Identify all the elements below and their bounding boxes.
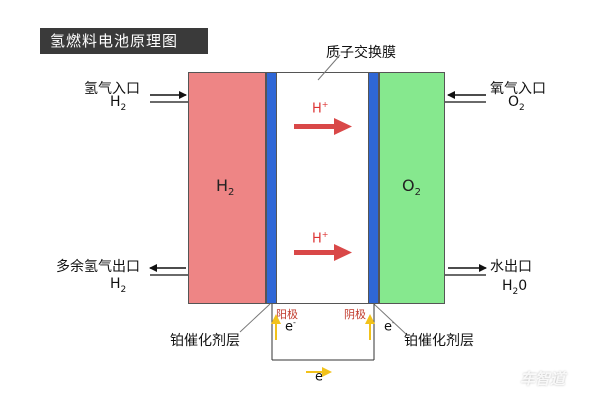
- hydrogen-inlet-arrow: [150, 91, 188, 103]
- catalyst-left-pointer: [239, 303, 271, 333]
- anode-chamber: [188, 72, 266, 304]
- water-outlet-arrow: [445, 264, 487, 276]
- proton-label-top: H+: [312, 100, 329, 117]
- electron-label-left: e-: [285, 318, 296, 335]
- catalyst-right-pointer: [373, 303, 407, 335]
- diagram-title: 氢燃料电池原理图: [40, 28, 208, 54]
- electron-arrow-bottom: [306, 367, 332, 377]
- water-outlet-formula: H20: [502, 278, 528, 297]
- proton-exchange-membrane: [277, 72, 368, 304]
- catalyst-right-label: 铂催化剂层: [404, 333, 474, 349]
- catalyst-left-label: 铂催化剂层: [170, 333, 240, 349]
- anode-tag: 阳极: [276, 308, 298, 321]
- cathode-tag: 阴极: [344, 308, 366, 321]
- hydrogen-inlet-formula: H2: [110, 94, 127, 113]
- electron-arrow-right: [365, 314, 375, 340]
- anode-chamber-label: H2: [216, 176, 235, 199]
- left-catalyst-layer: [266, 72, 277, 304]
- proton-arrow-top: [294, 118, 352, 135]
- watermark: 车智道: [520, 370, 566, 388]
- electron-arrow-left: [271, 314, 281, 340]
- proton-arrow-bottom: [294, 244, 352, 261]
- cathode-chamber-label: O2: [402, 176, 421, 199]
- cathode-chamber: [379, 72, 445, 304]
- oxygen-inlet-formula: O2: [508, 94, 525, 113]
- external-circuit: [271, 304, 375, 361]
- oxygen-inlet-arrow: [445, 91, 486, 103]
- proton-label-bottom: H+: [312, 230, 329, 247]
- membrane-label: 质子交换膜: [326, 45, 396, 61]
- membrane-pointer: [317, 54, 341, 81]
- water-outlet-label: 水出口: [490, 259, 532, 275]
- hydrogen-inlet-label: 氢气入口: [84, 81, 140, 97]
- oxygen-inlet-label: 氧气入口: [490, 81, 546, 97]
- hydrogen-outlet-formula: H2: [110, 276, 127, 295]
- right-catalyst-layer: [368, 72, 379, 304]
- hydrogen-outlet-label: 多余氢气出口: [56, 259, 140, 275]
- hydrogen-outlet-arrow: [149, 264, 188, 276]
